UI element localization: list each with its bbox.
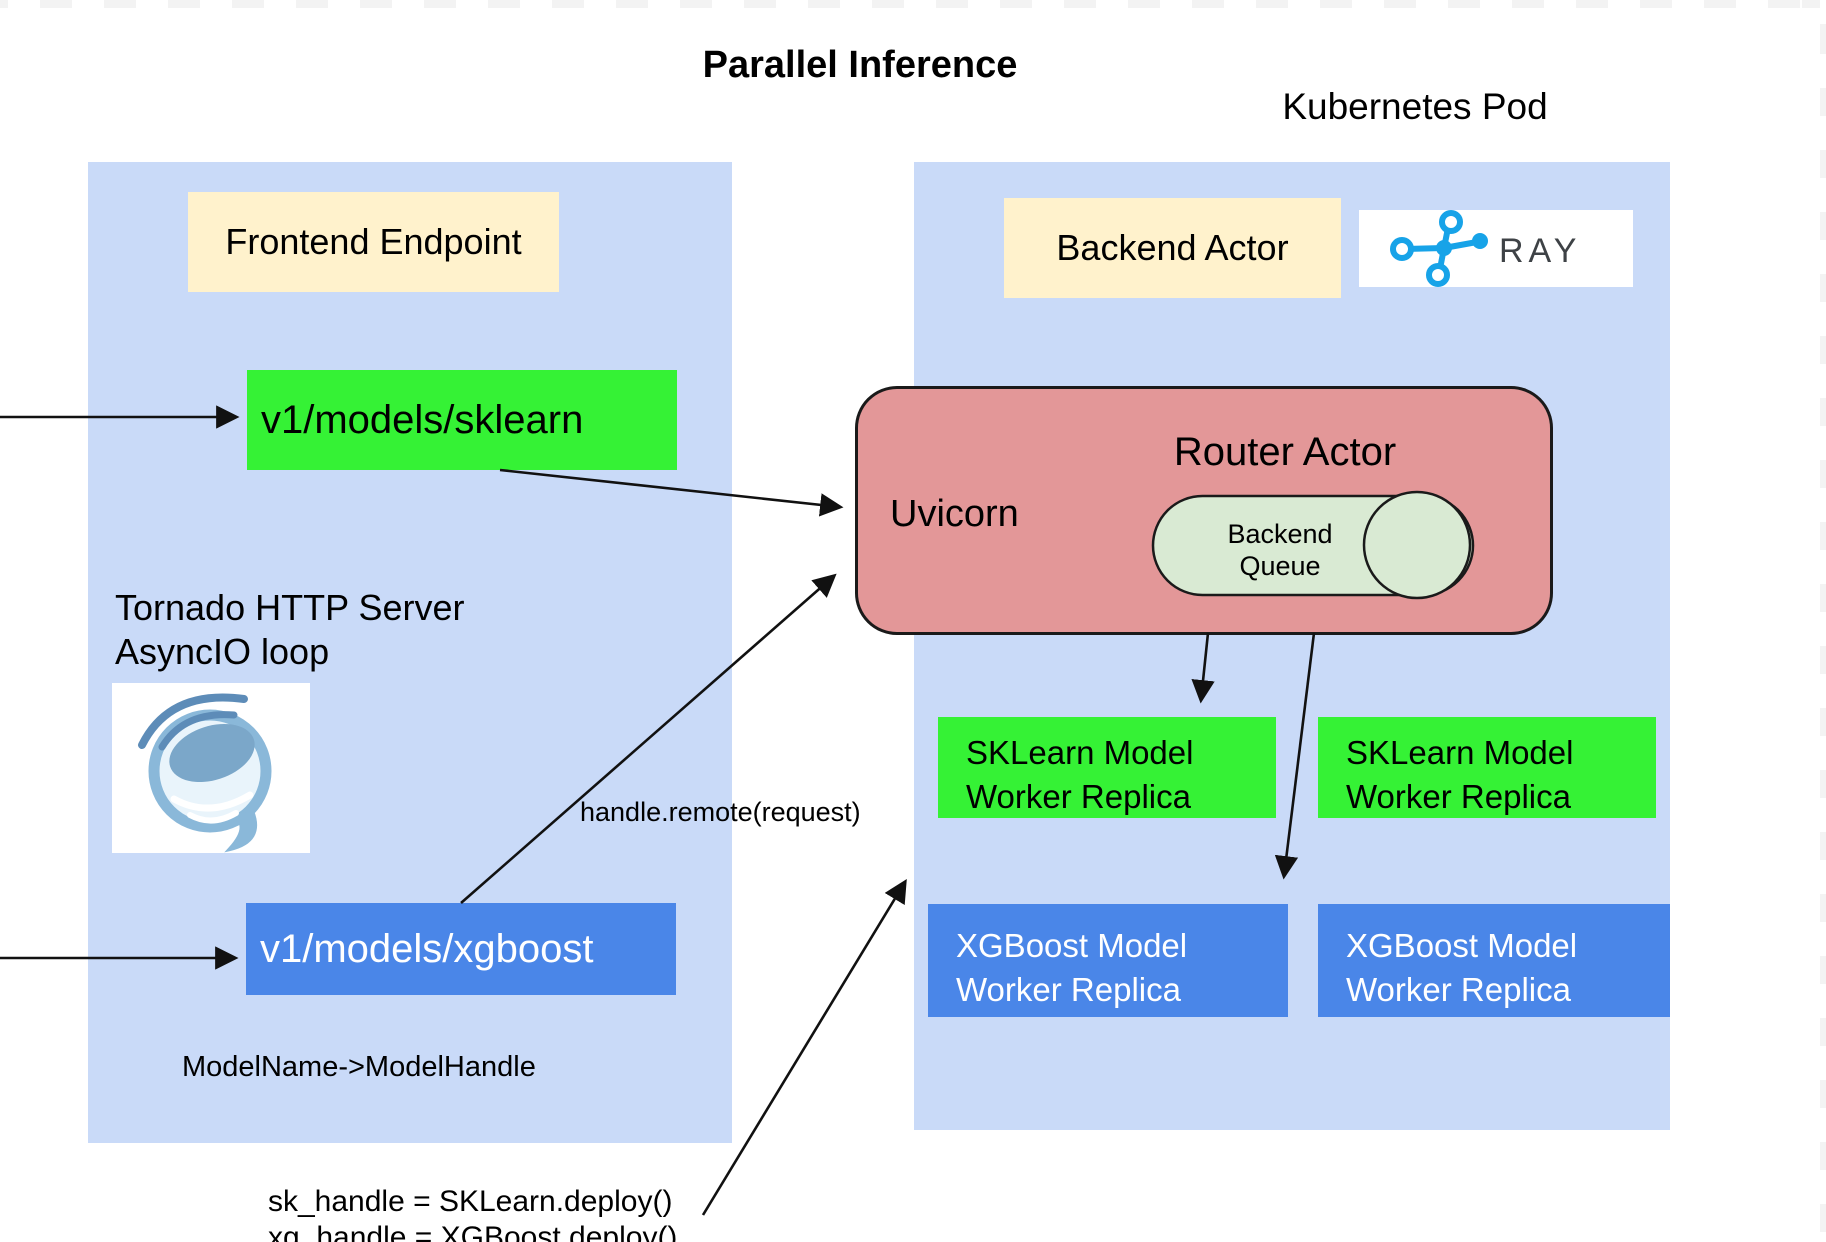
tornado-server-line2: AsyncIO loop [115, 631, 330, 672]
uvicorn-label: Uvicorn [890, 493, 1019, 535]
backend-actor-box: Backend Actor [1004, 198, 1341, 298]
sklearn-worker-replica-2: SKLearn Model Worker Replica [1318, 717, 1656, 818]
worker-line1: SKLearn Model [966, 734, 1194, 771]
ray-wordmark: RAY [1499, 232, 1582, 270]
model-mapping-note: ModelName->ModelHandle [182, 1051, 536, 1083]
router-actor-label: Router Actor [1173, 430, 1397, 474]
frontend-endpoint-box: Frontend Endpoint [188, 192, 559, 292]
xgboost-route-box: v1/models/xgboost [246, 903, 676, 995]
worker-line2: Worker Replica [966, 778, 1191, 815]
backend-queue-line1: Backend [1227, 519, 1333, 549]
deploy-line2: xg_handle = XGBoost.deploy() [268, 1221, 678, 1242]
ray-logo-icon [1390, 210, 1488, 287]
tornado-swirl-graphic [138, 693, 272, 853]
deploy-line1: sk_handle = SKLearn.deploy() [268, 1185, 673, 1218]
kubernetes-pod-label: Kubernetes Pod [1282, 86, 1548, 127]
tornado-server-text: Tornado HTTP Server AsyncIO loop [115, 586, 464, 674]
tornado-logo-icon [112, 683, 310, 853]
checkerboard-right-edge [1820, 0, 1826, 1242]
arrow-deploy-to-backend [701, 878, 907, 1216]
ray-logo-box: RAY [1359, 210, 1633, 287]
handle-remote-annotation: handle.remote(request) [580, 797, 861, 827]
checkerboard-top-edge [0, 0, 1826, 8]
worker-line1: XGBoost Model [1346, 927, 1578, 964]
backend-queue-line2: Queue [1239, 551, 1321, 581]
backend-queue-label: Backend Queue [1180, 518, 1380, 582]
worker-line2: Worker Replica [1346, 971, 1571, 1008]
sklearn-worker-replica-1: SKLearn Model Worker Replica [938, 717, 1276, 818]
tornado-server-line1: Tornado HTTP Server [115, 587, 465, 628]
xgboost-worker-replica-1: XGBoost Model Worker Replica [928, 904, 1288, 1017]
deploy-code-annotation: sk_handle = SKLearn.deploy() xg_handle =… [268, 1184, 677, 1242]
diagram-title: Parallel Inference [702, 44, 1018, 86]
worker-line2: Worker Replica [1346, 778, 1571, 815]
xgboost-route-label: v1/models/xgboost [260, 926, 594, 971]
xgboost-worker-replica-2: XGBoost Model Worker Replica [1318, 904, 1670, 1017]
worker-line1: SKLearn Model [1346, 734, 1574, 771]
worker-line1: XGBoost Model [956, 927, 1188, 964]
sklearn-route-label: v1/models/sklearn [261, 397, 584, 442]
worker-line2: Worker Replica [956, 971, 1181, 1008]
sklearn-route-box: v1/models/sklearn [247, 370, 677, 470]
backend-actor-label: Backend Actor [1056, 227, 1289, 268]
frontend-endpoint-label: Frontend Endpoint [225, 221, 522, 262]
